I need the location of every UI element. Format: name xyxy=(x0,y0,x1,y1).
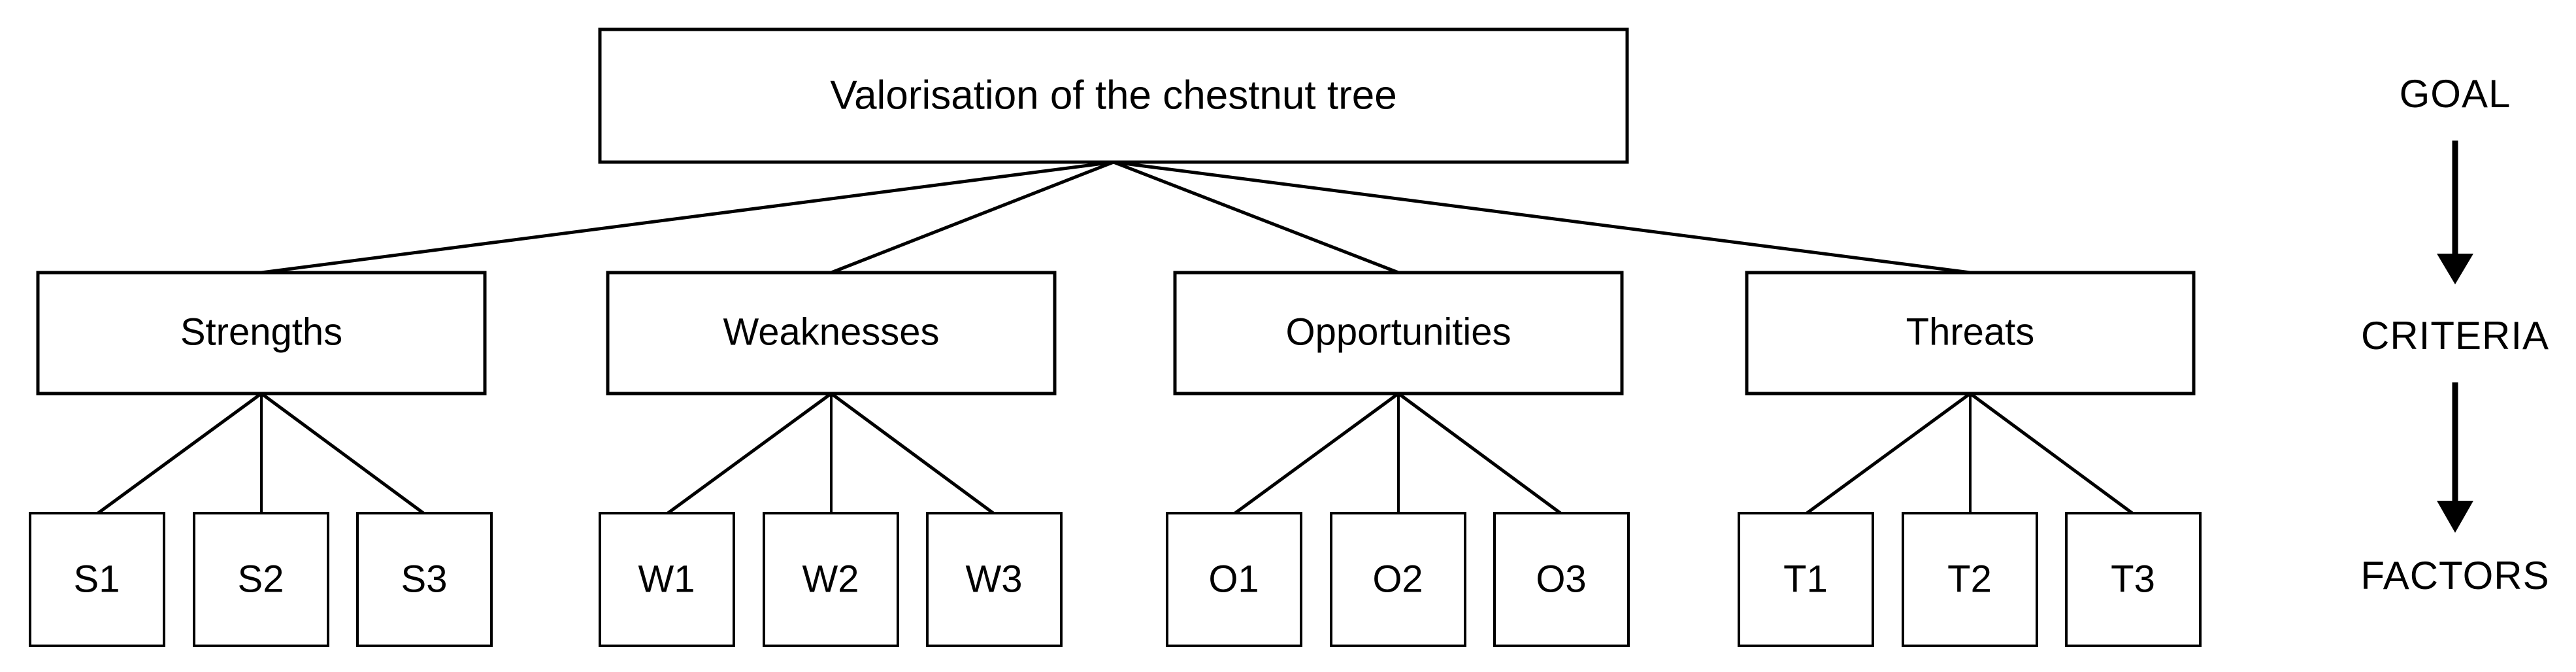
legend-label-criteria: CRITERIA xyxy=(2361,314,2549,358)
goal-to-criteria-links xyxy=(261,160,1971,275)
link-weaknesses-w3 xyxy=(830,392,995,515)
factor-label-o3: O3 xyxy=(1536,558,1586,600)
link-goal-opportunities xyxy=(1113,160,1399,275)
legend-column: GOAL CRITERIA FACTORS xyxy=(2360,72,2549,597)
criteria-label-opportunities: Opportunities xyxy=(1286,311,1511,353)
factor-node-w3[interactable]: W3 xyxy=(926,512,1063,647)
factor-node-s1[interactable]: S1 xyxy=(29,512,165,647)
link-weaknesses-w1 xyxy=(667,392,833,515)
goal-label: Valorisation of the chestnut tree xyxy=(830,73,1396,118)
criteria-node-strengths[interactable]: Strengths xyxy=(36,271,487,395)
factor-node-w1[interactable]: W1 xyxy=(599,512,735,647)
factor-box-t1[interactable] xyxy=(1738,512,1874,647)
link-goal-threats xyxy=(1113,160,1971,275)
weaknesses-to-factors-links xyxy=(667,392,995,515)
factor-box-t2[interactable] xyxy=(1902,512,2038,647)
factor-label-w3: W3 xyxy=(966,558,1023,600)
factor-box-o2[interactable] xyxy=(1330,512,1466,647)
factor-node-s2[interactable]: S2 xyxy=(193,512,329,647)
criteria-node-threats[interactable]: Threats xyxy=(1745,271,2196,395)
factor-box-o3[interactable] xyxy=(1493,512,1630,647)
factor-node-w2[interactable]: W2 xyxy=(763,512,899,647)
strengths-to-factors-links xyxy=(97,392,425,515)
link-goal-weaknesses xyxy=(831,160,1114,275)
factor-box-s3[interactable] xyxy=(356,512,493,647)
factor-label-s2: S2 xyxy=(238,558,284,600)
factor-node-o3[interactable]: O3 xyxy=(1493,512,1630,647)
factor-label-w2: W2 xyxy=(802,558,859,600)
factor-label-t2: T2 xyxy=(1947,558,1992,600)
factor-label-o2: O2 xyxy=(1372,558,1423,600)
factor-node-t3[interactable]: T3 xyxy=(2065,512,2202,647)
link-threats-t3 xyxy=(1969,392,2134,515)
factor-box-w3[interactable] xyxy=(926,512,1063,647)
factor-label-t1: T1 xyxy=(1783,558,1828,600)
factor-node-t2[interactable]: T2 xyxy=(1902,512,2038,647)
criteria-box-threats[interactable] xyxy=(1745,271,2196,395)
factor-box-s2[interactable] xyxy=(193,512,329,647)
link-goal-strengths xyxy=(261,160,1114,275)
link-opportunities-o3 xyxy=(1397,392,1562,515)
link-strengths-s1 xyxy=(97,392,263,515)
legend-label-goal: GOAL xyxy=(2400,72,2511,116)
factor-box-s1[interactable] xyxy=(29,512,165,647)
link-strengths-s3 xyxy=(260,392,425,515)
factor-node-s3[interactable]: S3 xyxy=(356,512,493,647)
factor-label-s1: S1 xyxy=(74,558,120,600)
link-opportunities-o1 xyxy=(1234,392,1400,515)
factor-node-o2[interactable]: O2 xyxy=(1330,512,1466,647)
factor-box-t3[interactable] xyxy=(2065,512,2202,647)
criteria-node-opportunities[interactable]: Opportunities xyxy=(1173,271,1624,395)
criteria-box-weaknesses[interactable] xyxy=(606,271,1057,395)
factor-label-t3: T3 xyxy=(2111,558,2155,600)
arrow-down-icon-2 xyxy=(2437,501,2473,533)
legend-arrow-goal-to-criteria xyxy=(2437,141,2473,284)
criteria-label-strengths: Strengths xyxy=(180,311,342,353)
goal-node[interactable]: Valorisation of the chestnut tree xyxy=(598,27,1629,164)
legend-label-factors: FACTORS xyxy=(2360,554,2549,597)
arrow-down-icon-1 xyxy=(2437,254,2473,284)
factor-node-t1[interactable]: T1 xyxy=(1738,512,1874,647)
factor-label-o1: O1 xyxy=(1208,558,1259,600)
legend-arrow-criteria-to-factors xyxy=(2437,382,2473,533)
criteria-node-weaknesses[interactable]: Weaknesses xyxy=(606,271,1057,395)
factor-label-s3: S3 xyxy=(401,558,448,600)
factor-label-w1: W1 xyxy=(638,558,695,600)
goal-box[interactable] xyxy=(598,27,1629,164)
opportunities-to-factors-links xyxy=(1234,392,1562,515)
factor-box-o1[interactable] xyxy=(1166,512,1302,647)
threats-to-factors-links xyxy=(1806,392,2134,515)
criteria-box-opportunities[interactable] xyxy=(1173,271,1624,395)
factor-box-w2[interactable] xyxy=(763,512,899,647)
criteria-label-weaknesses: Weaknesses xyxy=(723,311,940,353)
factor-node-o1[interactable]: O1 xyxy=(1166,512,1302,647)
criteria-label-threats: Threats xyxy=(1906,311,2035,353)
criteria-box-strengths[interactable] xyxy=(36,271,487,395)
factor-box-w1[interactable] xyxy=(599,512,735,647)
link-threats-t1 xyxy=(1806,392,1972,515)
